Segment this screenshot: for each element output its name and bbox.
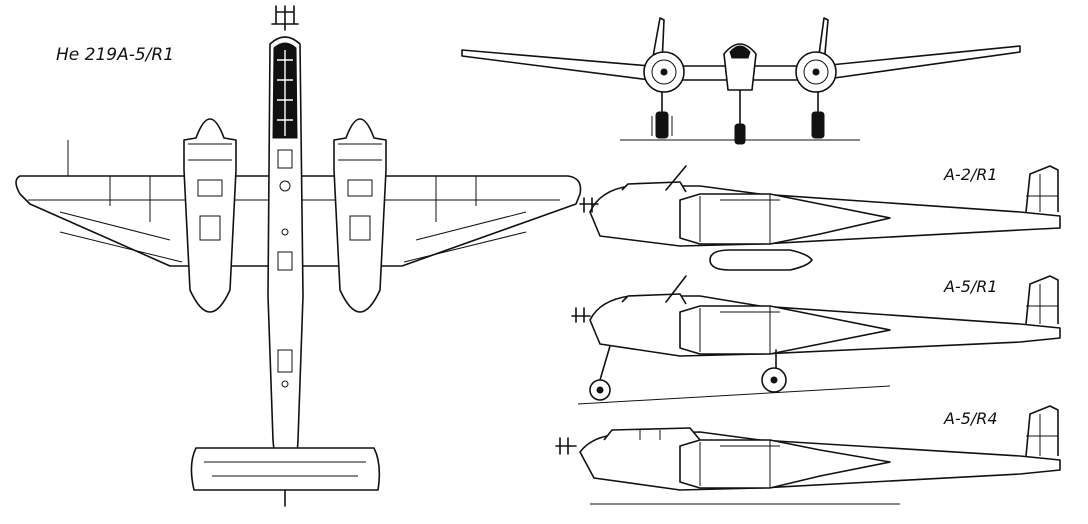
plan-view-right-nacelle: [333, 118, 387, 313]
diagram-title: He 219A-5/R1: [56, 45, 174, 65]
front-view: [461, 17, 1021, 145]
side-view-a5-r1: [571, 275, 1061, 405]
front-view-wing: [461, 45, 1021, 81]
view-label-a5-r1: A-5/R1: [943, 277, 998, 296]
side-view-a2-r1-drop-tank: [709, 249, 813, 271]
side-view-a2-r1: [579, 165, 1061, 271]
plan-view-tailplane: [190, 447, 381, 491]
view-label-a2-r1: A-2/R1: [943, 165, 998, 184]
plan-view: [15, 5, 582, 507]
side-view-a5-r4: [555, 405, 1061, 505]
plan-view-left-nacelle: [183, 118, 237, 313]
view-label-a5-r4: A-5/R4: [943, 409, 998, 428]
